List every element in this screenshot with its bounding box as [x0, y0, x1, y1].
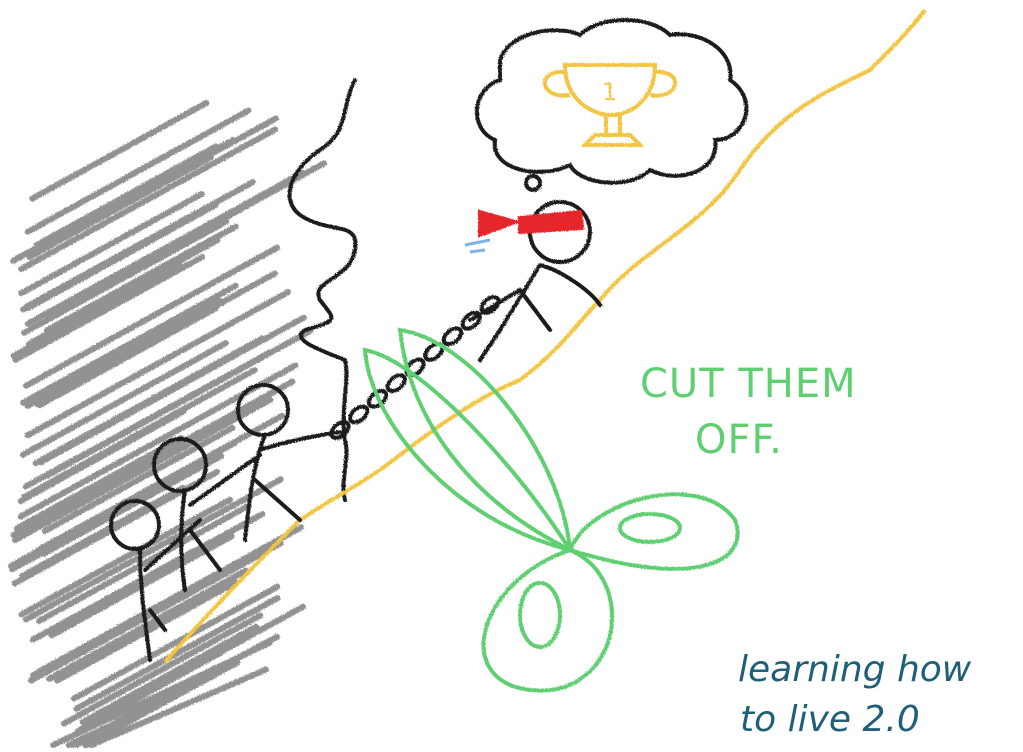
hatch-stroke [18, 191, 205, 297]
thought-bubble [474, 18, 749, 192]
hatch-stroke [88, 666, 269, 748]
chain-link [460, 310, 482, 331]
hatch-stroke [24, 297, 223, 410]
cliff-squiggle [287, 78, 358, 502]
hatch-stroke [44, 223, 239, 334]
hatch-stroke [19, 484, 186, 579]
hatch-stroke [22, 350, 272, 490]
hatch-stroke [29, 99, 210, 202]
chain-link [385, 373, 407, 394]
hatch-stroke [36, 305, 219, 409]
hatch-stroke [23, 244, 281, 389]
hatch-stroke [12, 396, 274, 544]
hatch-stroke [79, 623, 260, 726]
ground-line [163, 8, 927, 664]
hatch-stroke [36, 502, 252, 625]
tear-marks [464, 238, 491, 254]
hatch-stroke [24, 288, 292, 439]
hatch-stroke [24, 107, 252, 235]
trophy-number: 1 [602, 78, 617, 106]
caption-line-1: CUT THEM [640, 361, 857, 407]
signature-line-1: learning how [738, 649, 972, 690]
hatch-stroke [26, 154, 214, 260]
chain-link [479, 295, 501, 315]
hatch-stroke [28, 540, 284, 684]
hatch-stroke [10, 261, 183, 359]
trophy-icon: 1 [543, 63, 677, 147]
caption-line-2: OFF. [695, 417, 783, 463]
hatch-stroke [75, 649, 225, 734]
hatch-stroke [21, 218, 230, 336]
hatch-stroke [17, 408, 187, 504]
signature-line-2: to live 2.0 [740, 699, 920, 740]
hatch-stroke [12, 253, 206, 363]
hatch-stroke [60, 612, 264, 727]
hatch-stroke [33, 143, 219, 248]
hatch-stroke [30, 557, 245, 679]
chain-link [441, 326, 464, 347]
blindfold [478, 209, 585, 238]
hatch-stroke [9, 459, 209, 573]
hatch-stroke [20, 208, 205, 313]
hatch-stroke [41, 424, 236, 535]
hatch-stroke [18, 126, 279, 273]
hatch-stroke [18, 496, 233, 618]
hatch-stroke [25, 237, 221, 347]
hatch-stroke [22, 476, 284, 623]
hatch-stroke [70, 583, 281, 702]
hatch-stroke [24, 169, 306, 327]
chain-link [348, 404, 370, 425]
hatch-stroke [29, 547, 199, 643]
hatch-stroke [19, 282, 239, 406]
hatch-stroke [73, 594, 281, 712]
hatch-stroke [32, 335, 266, 467]
hatch-stroke [13, 434, 185, 532]
chain-link [329, 420, 351, 440]
hatch-stroke [73, 703, 155, 748]
follower-figures [109, 383, 342, 662]
hatch-stroke [19, 340, 229, 458]
shadow-hatching [7, 99, 327, 748]
scissors-icon [362, 327, 740, 693]
